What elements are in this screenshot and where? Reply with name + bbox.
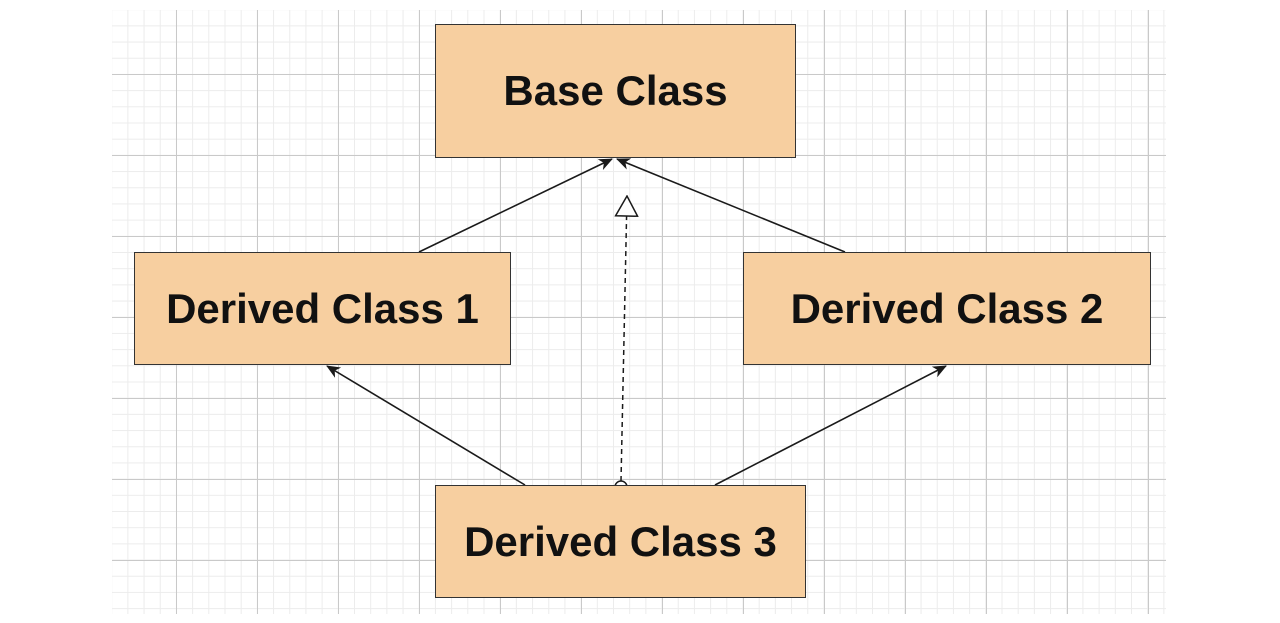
derived-class-2-node[interactable]: Derived Class 2 (743, 252, 1151, 365)
base-class-node[interactable]: Base Class (435, 24, 796, 158)
derived-class-1-node[interactable]: Derived Class 1 (134, 252, 511, 365)
base-class-label: Base Class (503, 67, 728, 114)
derived-class-1-label: Derived Class 1 (166, 284, 479, 332)
derived-class-3-node[interactable]: Derived Class 3 (435, 485, 806, 598)
derived-class-2-label: Derived Class 2 (790, 284, 1104, 332)
derived-class-3-label: Derived Class 3 (464, 517, 777, 565)
